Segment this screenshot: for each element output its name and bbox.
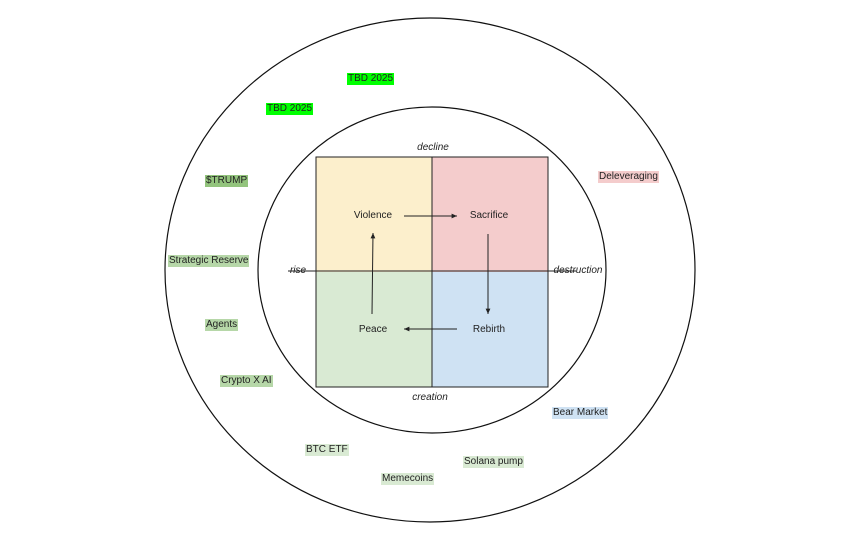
tag-memecoins: Memecoins [381,473,435,485]
axis-label-creation: creation [412,392,448,403]
quadrant-sacrifice [432,157,548,272]
tag-trump: $TRUMP [205,175,249,187]
axis-label-destruction: destruction [553,265,603,276]
quadrant-label-violence: Violence [353,210,393,221]
tag-btc-etf: BTC ETF [305,444,349,456]
tag-agents: Agents [205,319,239,331]
axis-label-decline: decline [417,142,449,153]
quadrant-label-peace: Peace [358,324,388,335]
tag-tbd-2025-second: TBD 2025 [266,103,314,115]
tag-crypto-x-ai: Crypto X AI [220,375,273,387]
tag-tbd-2025: TBD 2025 [347,73,395,85]
tag-strategic-reserve: Strategic Reserve [168,255,250,267]
outer-ring [164,17,696,523]
quadrant-label-sacrifice: Sacrifice [469,210,509,221]
quadrant-label-rebirth: Rebirth [472,324,506,335]
quadrant-violence [316,157,432,272]
tag-solana-pump: Solana pump [463,456,524,468]
arrow-peace-to-violence [370,232,376,315]
tag-deleveraging: Deleveraging [598,171,659,183]
tag-bear-market: Bear Market [552,407,609,419]
axis-label-rise: rise [289,265,307,276]
inner-ring [257,106,607,434]
